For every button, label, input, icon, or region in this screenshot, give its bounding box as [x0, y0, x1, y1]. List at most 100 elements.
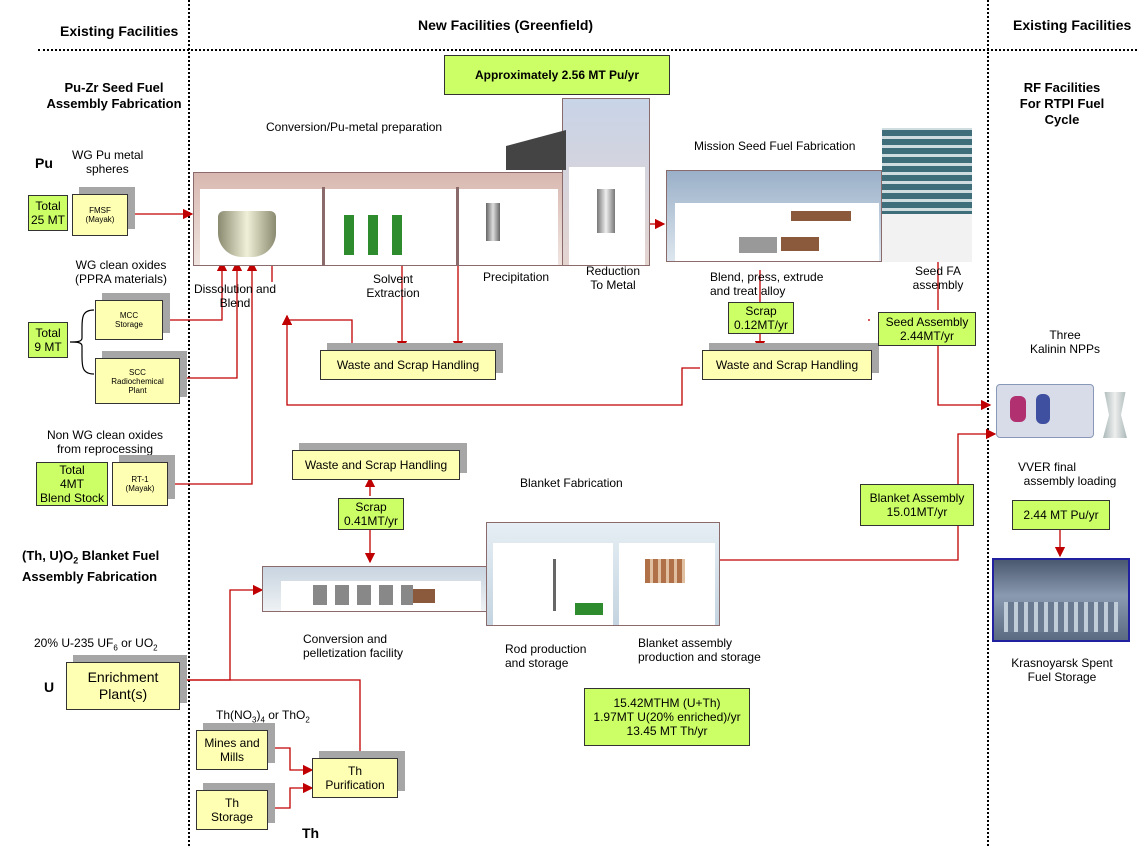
- scc-line2: Radiochemical: [111, 376, 164, 386]
- u235-prefix: 20% U-235 UF: [34, 636, 114, 650]
- extraction-column-icon: [392, 215, 402, 255]
- room-divider-2: [456, 187, 459, 265]
- kras-line1: Krasnoyarsk Spent: [1011, 656, 1113, 670]
- rf-title-line2: For RTPI Fuel: [1019, 96, 1105, 111]
- mcc-line2: Storage: [114, 320, 144, 329]
- total-4mt-box: Total 4MT Blend Stock: [36, 462, 108, 506]
- blanket-title-part2: Blanket Fuel: [78, 548, 160, 563]
- enrichment-plant-box: Enrichment Plant(s): [66, 662, 180, 710]
- pu-zr-title-line1: Pu-Zr Seed Fuel: [64, 80, 164, 95]
- blanket-title-line2: Assembly Fabrication: [22, 568, 158, 584]
- waste2-text: Waste and Scrap Handling: [715, 358, 859, 372]
- reduction-line2: To Metal: [590, 278, 636, 292]
- seed-fa-interior: [882, 214, 972, 262]
- blanket-assembly-line1: Blanket Assembly: [869, 491, 965, 505]
- total-9-line1: Total: [35, 326, 61, 340]
- total-25-line2: 25 MT: [30, 213, 65, 227]
- npp-line1: Three: [1049, 328, 1081, 342]
- scrap1-line2: 0.12MT/yr: [733, 318, 788, 332]
- kalinin-label: Three Kalinin NPPs: [1020, 328, 1110, 356]
- nonwg-line1: Non WG clean oxides: [46, 428, 164, 442]
- rt1-line2: (Mayak): [125, 484, 155, 493]
- pu-label: Pu: [35, 155, 53, 171]
- dissolver-vessel-icon: [218, 211, 276, 257]
- blanket-asm-line2: production and storage: [638, 650, 761, 664]
- mines-line1: Mines and: [204, 736, 260, 750]
- wg-pu-line2: spheres: [86, 162, 129, 176]
- solvent-line1: Solvent: [372, 272, 414, 286]
- seed-fa-label: Seed FA assembly: [898, 264, 978, 292]
- blanket-title-part1: (Th, U)O: [22, 548, 74, 563]
- rod-line2: and storage: [505, 656, 569, 670]
- fmsf-line2: (Mayak): [85, 215, 115, 224]
- u235-sub2: 2: [153, 643, 158, 653]
- waste-scrap-handling-1: Waste and Scrap Handling: [320, 350, 496, 380]
- steam-generator-icon: [1036, 394, 1050, 424]
- rod-machine-icon: [575, 603, 603, 615]
- th-storage-line1: Th: [224, 796, 239, 810]
- reduction-building: [562, 98, 650, 266]
- pelletization-building: [262, 566, 490, 612]
- header-existing-left: Existing Facilities: [60, 23, 179, 39]
- seed-assembly-line2: 2.44MT/yr: [899, 329, 954, 343]
- kras-line2: Fuel Storage: [1027, 670, 1097, 684]
- blanket-asm-line1: Blanket assembly: [638, 636, 733, 650]
- mcc-storage-box: MCC Storage: [95, 300, 163, 340]
- dissolution-label: Dissolution and Blend: [190, 282, 280, 310]
- solvent-extraction-label: Solvent Extraction: [348, 272, 438, 300]
- mines-mills-box: Mines and Mills: [196, 730, 268, 770]
- scc-line3: Plant: [128, 385, 147, 395]
- wg-pu-line1: WG Pu metal: [72, 148, 144, 162]
- blanket-room-interior: [619, 543, 715, 625]
- pu-throughput-box: Approximately 2.56 MT Pu/yr: [444, 55, 670, 95]
- waste1-text: Waste and Scrap Handling: [336, 358, 480, 372]
- nonwg-line2: from reprocessing: [56, 442, 154, 456]
- pu-244-box: 2.44 MT Pu/yr: [1012, 500, 1110, 530]
- rod-line1: Rod production: [505, 642, 587, 656]
- extraction-column-icon: [368, 215, 378, 255]
- th-no3-label: Th(NO3)4 or ThO2: [216, 708, 310, 727]
- blend-press-label: Blend, press, extrude and treat alloy: [710, 270, 823, 298]
- blanket-assembly-line2: 15.01MT/yr: [886, 505, 948, 519]
- scc-line1: SCC: [129, 367, 146, 377]
- total-9-line2: 9 MT: [34, 340, 62, 354]
- wg-oxides-label: WG clean oxides (PPRA materials): [56, 258, 186, 286]
- th-purif-line1: Th: [347, 764, 362, 778]
- u235-sub1: 6: [113, 643, 118, 653]
- npp-line2: Kalinin NPPs: [1029, 342, 1101, 356]
- extraction-column-icon: [344, 215, 354, 255]
- total-9mt-box: Total 9 MT: [28, 322, 68, 358]
- press-equipment-icon: [739, 237, 777, 253]
- blanket-fuel-title: (Th, U)O2 Blanket Fuel Assembly Fabricat…: [22, 548, 159, 585]
- th-no3-rest: or ThO: [264, 708, 306, 722]
- total-25mt-box: Total 25 MT: [28, 195, 68, 231]
- header-existing-right: Existing Facilities: [1013, 17, 1132, 33]
- pu-zr-seed-title: Pu-Zr Seed Fuel Assembly Fabrication: [40, 80, 188, 112]
- u235-label: 20% U-235 UF6 or UO2: [34, 636, 158, 655]
- vver-line1: VVER final: [1018, 460, 1077, 474]
- nuclear-plant-icon: [996, 378, 1134, 444]
- rf-title-line3: Cycle: [1044, 112, 1080, 127]
- mission-seed-title: Mission Seed Fuel Fabrication: [694, 139, 856, 153]
- rf-facilities-title: RF Facilities For RTPI Fuel Cycle: [994, 80, 1130, 128]
- conv-pellet-line1: Conversion and: [303, 632, 388, 646]
- cooling-tower-icon: [1103, 392, 1127, 438]
- total-4-line2: 4MT: [60, 477, 84, 491]
- seed-assembly-box: Seed Assembly 2.44MT/yr: [878, 312, 976, 346]
- extruder-icon: [781, 237, 819, 251]
- blend-line2: and treat alloy: [710, 284, 786, 298]
- header-divider: [38, 49, 1137, 51]
- right-column-divider: [987, 0, 989, 846]
- summary-line2: 1.97MT U(20% enriched)/yr: [593, 710, 741, 724]
- scc-radiochemical-box: SCC Radiochemical Plant: [95, 358, 180, 404]
- total-25-line1: Total: [35, 199, 61, 213]
- mines-line2: Mills: [220, 750, 244, 764]
- alloy-rods-icon: [791, 211, 851, 221]
- th-storage-box: Th Storage: [196, 790, 268, 830]
- u235-mid: or UO: [117, 636, 154, 650]
- dissolution-line2: Blend: [219, 296, 251, 310]
- rt1-mayak-box: RT-1 (Mayak): [112, 462, 168, 506]
- reduction-line1: Reduction: [585, 264, 641, 278]
- blanket-fab-title: Blanket Fabrication: [520, 476, 623, 490]
- precipitation-label: Precipitation: [483, 270, 550, 284]
